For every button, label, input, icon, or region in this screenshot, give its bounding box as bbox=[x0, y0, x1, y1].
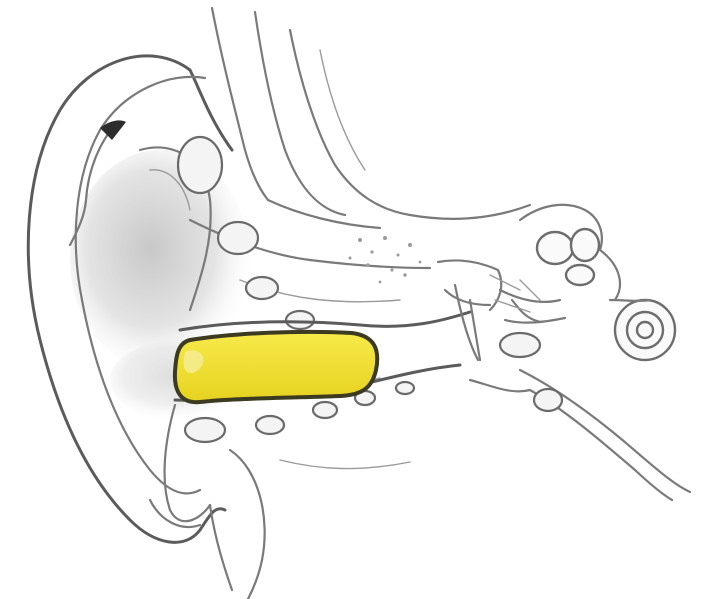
inner-ear bbox=[520, 205, 675, 360]
eustachian-tube bbox=[470, 370, 690, 500]
earplug bbox=[175, 332, 377, 402]
middle-ear bbox=[438, 260, 565, 360]
bone-texture bbox=[349, 236, 422, 283]
